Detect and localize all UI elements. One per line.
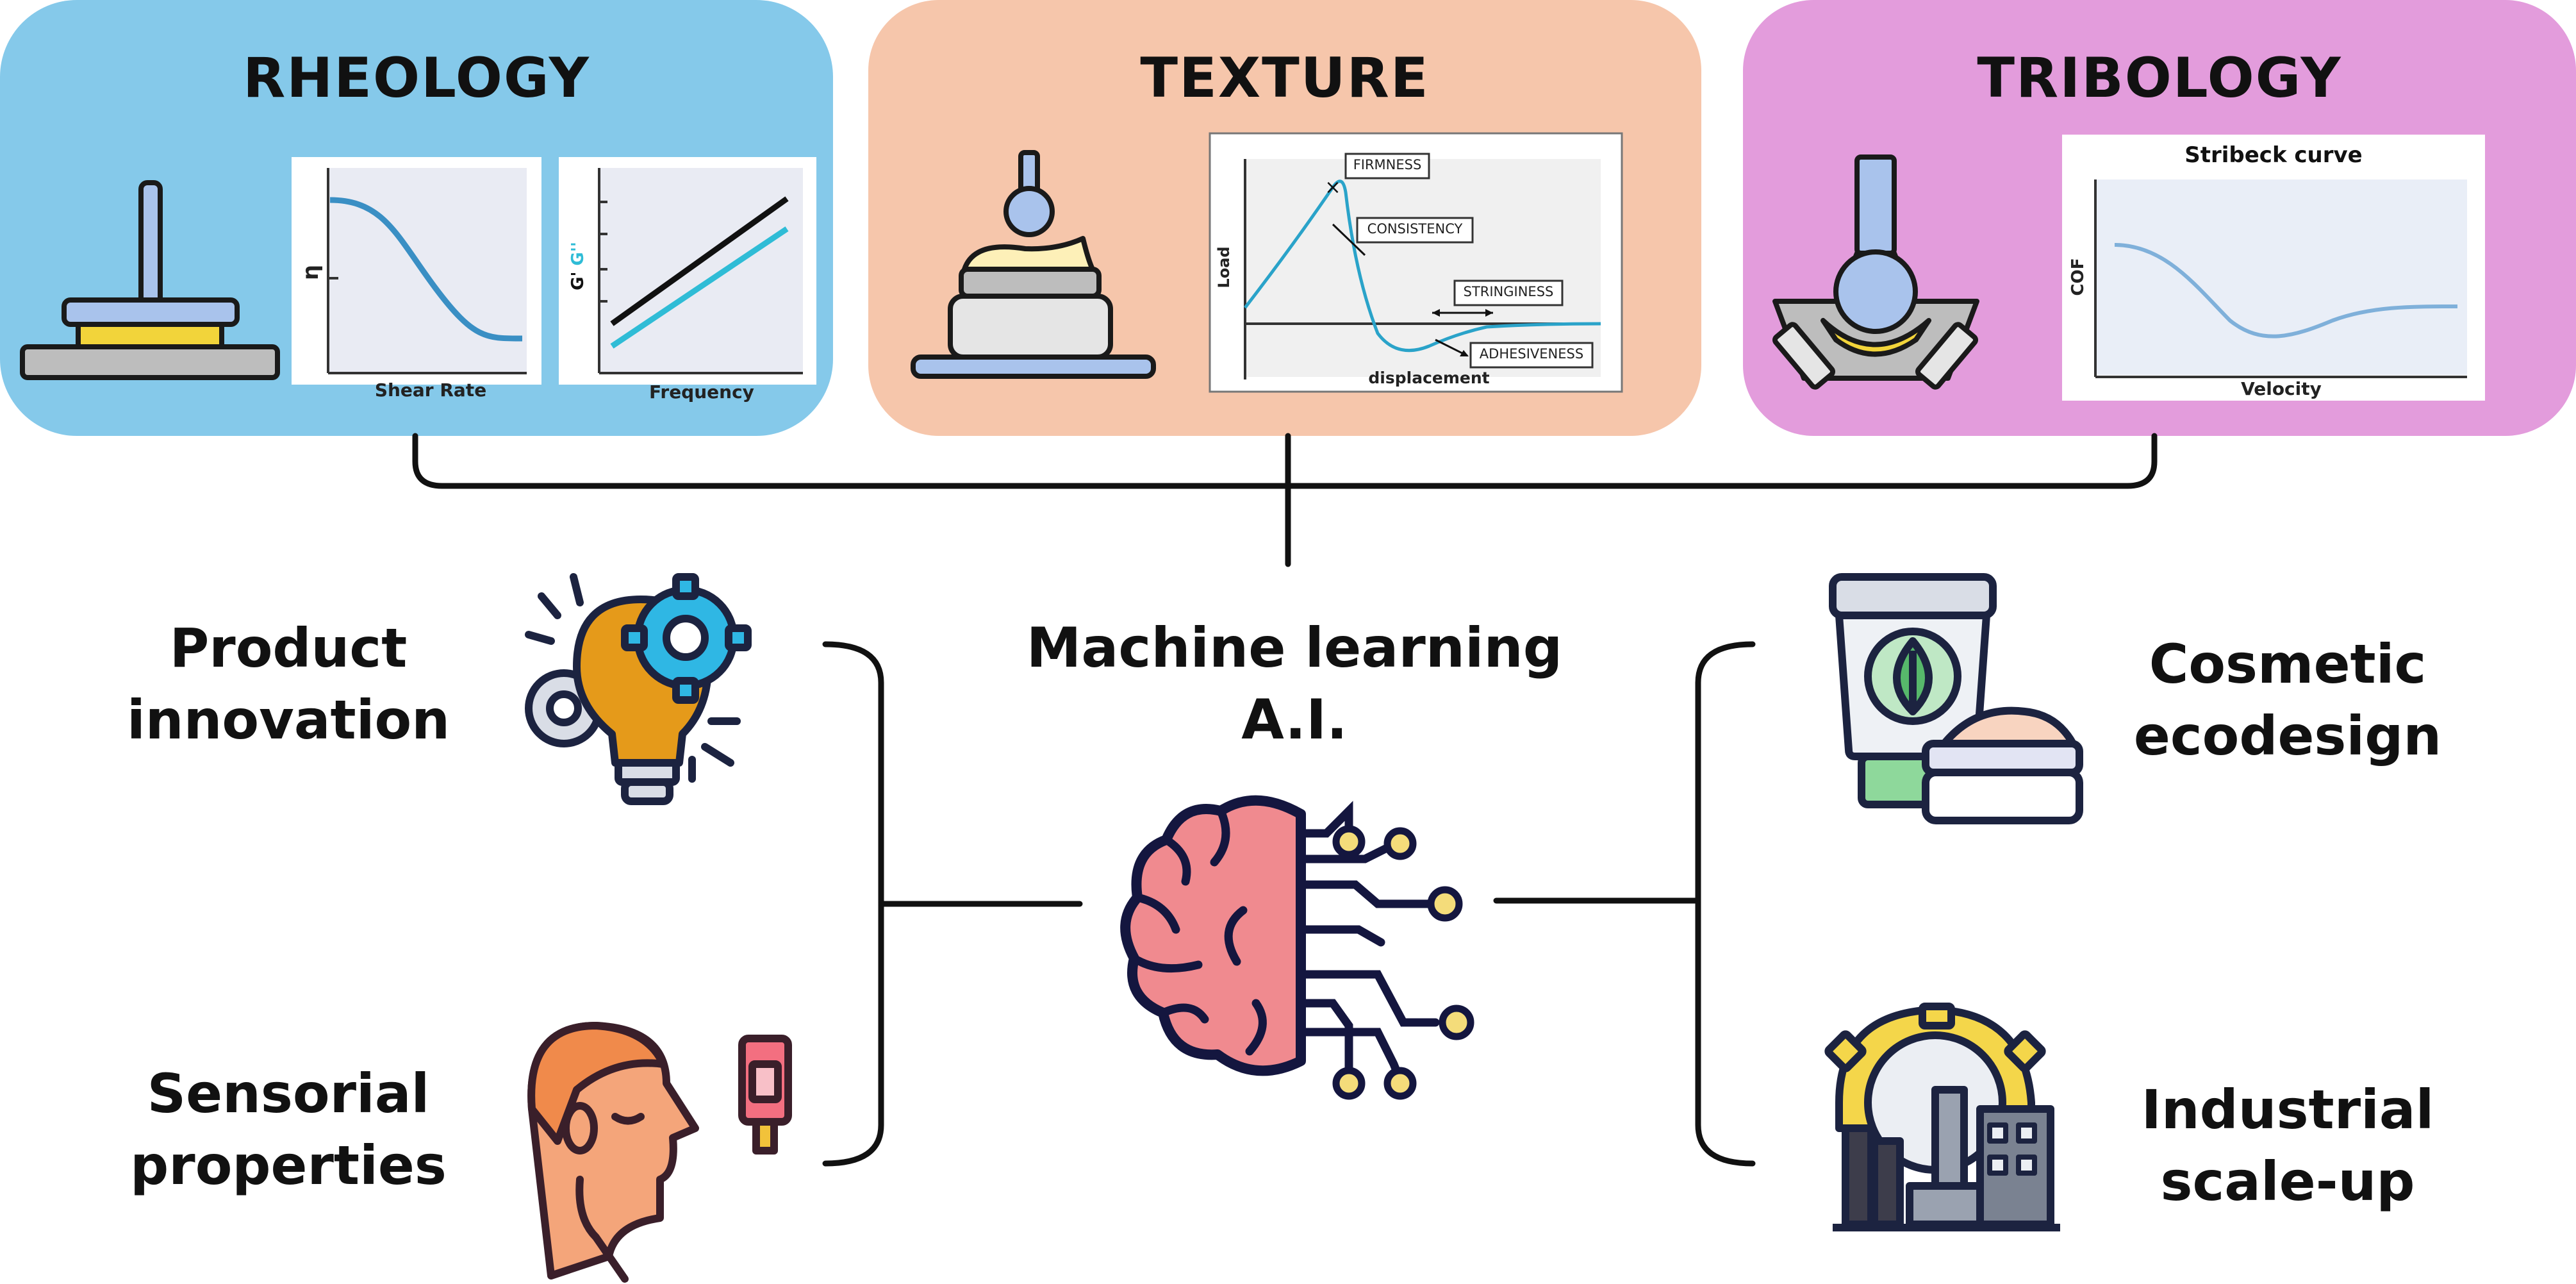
g-double-prime-line bbox=[610, 226, 789, 349]
texture-curve bbox=[1244, 179, 1601, 353]
product-innovation-line1: Product bbox=[169, 617, 408, 680]
lightbulb-gears-icon bbox=[525, 573, 752, 805]
industrial-scale-up-label: Industrial scale-up bbox=[2063, 1074, 2512, 1217]
center-title: Machine learning A.I. bbox=[974, 612, 1615, 756]
g-prime-line bbox=[610, 196, 789, 326]
tribology-title: TRIBOLOGY bbox=[1977, 46, 2342, 110]
center-title-line1: Machine learning bbox=[1026, 616, 1563, 680]
stribeck-curve bbox=[2114, 243, 2458, 338]
consistency-label: CONSISTENCY bbox=[1367, 221, 1463, 237]
sensorial-properties-line1: Sensorial bbox=[147, 1062, 430, 1125]
texture-analyzer-icon bbox=[911, 150, 1156, 379]
modulus-y-label: G' G'' bbox=[568, 237, 594, 295]
industrial-scale-up-line2: scale-up bbox=[2160, 1150, 2415, 1213]
rheometer-icon bbox=[20, 180, 280, 380]
modulus-x-label: Frequency bbox=[649, 381, 754, 403]
viscosity-x-label: Shear Rate bbox=[374, 379, 487, 401]
stribeck-y-label: COF bbox=[2068, 258, 2088, 296]
brain-circuit-icon bbox=[1120, 795, 1474, 1100]
tribometer-icon bbox=[1772, 154, 1979, 390]
viscosity-y-label: η bbox=[298, 264, 324, 281]
stribeck-title: Stribeck curve bbox=[2184, 142, 2363, 168]
firmness-label: FIRMNESS bbox=[1353, 157, 1422, 172]
rheology-title: RHEOLOGY bbox=[243, 46, 590, 110]
texture-title: TEXTURE bbox=[1140, 46, 1430, 110]
g-prime-label: G' bbox=[568, 271, 588, 290]
top-connector bbox=[412, 433, 2158, 567]
right-bracket bbox=[1493, 641, 1756, 1167]
face-skin-icon bbox=[527, 1022, 792, 1283]
left-bracket bbox=[822, 641, 1083, 1167]
center-title-line2: A.I. bbox=[1241, 688, 1348, 752]
industrial-scale-up-line1: Industrial bbox=[2141, 1078, 2434, 1141]
product-innovation-line2: innovation bbox=[127, 688, 450, 751]
stringiness-label: STRINGINESS bbox=[1463, 284, 1554, 299]
g-double-prime-label: G'' bbox=[568, 242, 588, 266]
adhesiveness-label: ADHESIVENESS bbox=[1479, 346, 1584, 362]
svg-text:×: × bbox=[1325, 176, 1341, 199]
cosmetic-ecodesign-label: Cosmetic ecodesign bbox=[2063, 628, 2512, 772]
stribeck-chart bbox=[2062, 135, 2485, 401]
viscosity-curve bbox=[329, 197, 523, 342]
sensorial-properties-line2: properties bbox=[130, 1134, 447, 1197]
texture-chart: × bbox=[1209, 132, 1623, 393]
product-innovation-label: Product innovation bbox=[64, 612, 513, 756]
cosmetic-ecodesign-line2: ecodesign bbox=[2133, 705, 2442, 767]
stribeck-x-label: Velocity bbox=[2241, 378, 2322, 399]
texture-y-label: Load bbox=[1215, 246, 1233, 288]
viscosity-chart bbox=[292, 157, 541, 385]
cosmetic-ecodesign-line1: Cosmetic bbox=[2149, 633, 2427, 696]
texture-x-label: displacement bbox=[1368, 369, 1490, 387]
sensorial-properties-label: Sensorial properties bbox=[64, 1058, 513, 1201]
eco-cosmetics-icon bbox=[1829, 573, 2083, 824]
factory-gear-icon bbox=[1824, 1003, 2060, 1231]
modulus-chart bbox=[559, 157, 816, 385]
